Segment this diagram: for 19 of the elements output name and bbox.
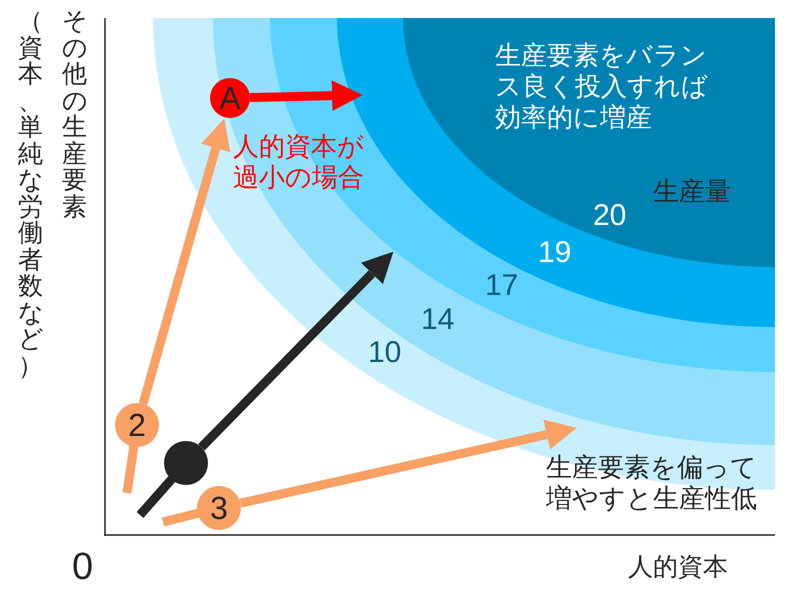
axis-subtitle: （資本、単純な労働者数など） bbox=[18, 8, 43, 379]
note-text: 人的資本が過小の場合 bbox=[233, 131, 365, 194]
legend-title: 生産量 bbox=[653, 176, 732, 208]
contour-value: 10 bbox=[368, 335, 402, 371]
contour-value: 19 bbox=[538, 235, 572, 271]
note-text: 生産要素をバランス良く投入すれば効率的に増産 bbox=[495, 40, 709, 134]
contour-value: 14 bbox=[421, 302, 454, 338]
arrow bbox=[138, 118, 230, 406]
note-text: 生産要素を偏って増やすと生産性低 bbox=[546, 452, 758, 514]
arrow bbox=[198, 252, 394, 450]
number-badge: 3 bbox=[197, 486, 241, 530]
axis-title: その他の生産要素 bbox=[62, 8, 87, 220]
contour-value: 17 bbox=[485, 268, 518, 304]
contour-value: 20 bbox=[593, 198, 626, 234]
axis-title: 人的資本 bbox=[628, 552, 728, 582]
number-badge: 2 bbox=[115, 403, 159, 447]
arrow bbox=[239, 420, 577, 508]
dot-marker bbox=[164, 441, 208, 485]
axis-origin: 0 bbox=[72, 545, 94, 589]
